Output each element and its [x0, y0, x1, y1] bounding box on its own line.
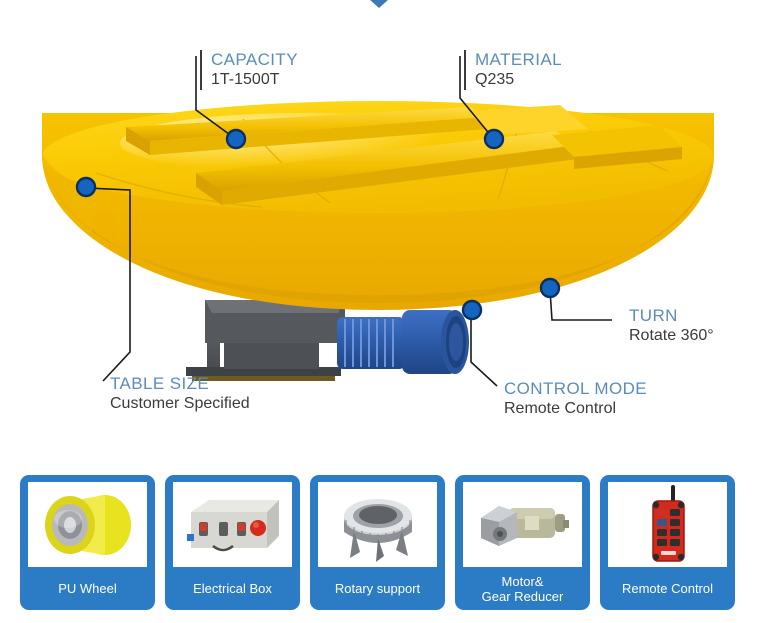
- component-card-row: PU Wheel Electrical: [20, 475, 740, 610]
- callout-capacity-title: CAPACITY: [211, 50, 298, 69]
- card-remote-control[interactable]: Remote Control: [600, 475, 735, 610]
- card-rotary-support[interactable]: Rotary support: [310, 475, 445, 610]
- chevron-down-icon: [360, 0, 398, 13]
- card-motor-reducer-label: Motor&Gear Reducer: [481, 573, 564, 604]
- callout-table-size-value: Customer Specified: [110, 395, 250, 412]
- remote-control-photo: [608, 482, 727, 567]
- card-pu-wheel-label: PU Wheel: [58, 581, 117, 596]
- electrical-box-photo: [173, 482, 292, 567]
- callout-control-mode-title: CONTROL MODE: [504, 379, 648, 398]
- callout-turn-title: TURN: [629, 306, 678, 325]
- card-electrical-box-label: Electrical Box: [193, 581, 272, 596]
- callout-material-title: MATERIAL: [475, 50, 562, 69]
- card-motor-reducer[interactable]: Motor&Gear Reducer: [455, 475, 590, 610]
- base-frame: [186, 300, 345, 381]
- callout-material-value: Q235: [475, 71, 515, 88]
- callout-capacity-value: 1T-1500T: [211, 71, 280, 88]
- callout-table-size: TABLE SIZE Customer Specified: [110, 374, 250, 414]
- card-electrical-box[interactable]: Electrical Box: [165, 475, 300, 610]
- callout-turn: TURN Rotate 360°: [629, 306, 714, 346]
- pu-wheel-photo: [28, 482, 147, 567]
- callout-control-mode-value: Remote Control: [504, 400, 617, 417]
- callout-control-mode: CONTROL MODE Remote Control: [504, 379, 647, 419]
- callout-table-size-title: TABLE SIZE: [110, 374, 210, 393]
- turntable-illustration: [0, 95, 757, 405]
- card-rotary-support-label: Rotary support: [334, 581, 421, 596]
- electric-motor: [337, 310, 469, 374]
- callout-material: MATERIAL Q235: [464, 50, 562, 90]
- callout-capacity: CAPACITY 1T-1500T: [200, 50, 298, 90]
- card-pu-wheel[interactable]: PU Wheel: [20, 475, 155, 610]
- rotary-support-photo: [318, 482, 437, 567]
- motor-gear-reducer-photo: [463, 482, 582, 567]
- card-remote-control-label: Remote Control: [621, 581, 714, 596]
- callout-turn-value: Rotate 360°: [629, 327, 714, 344]
